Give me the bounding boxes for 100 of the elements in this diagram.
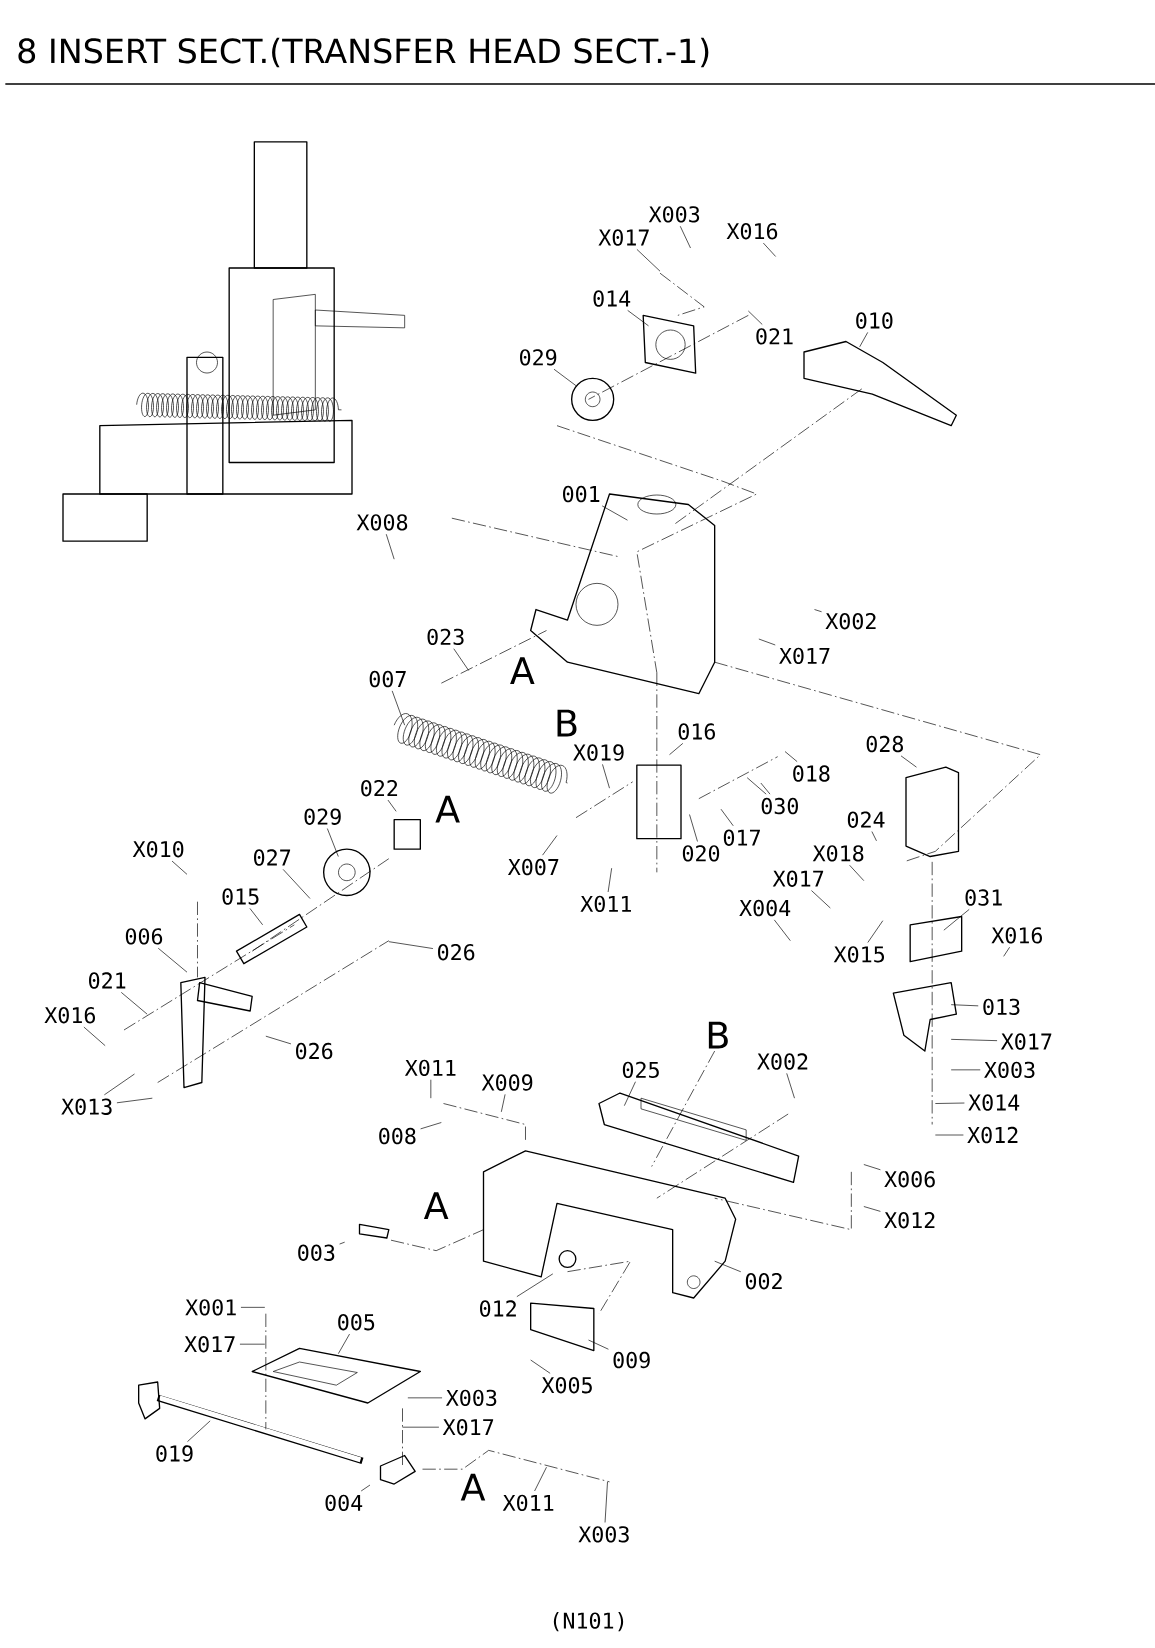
callout-number: X017 [184,1336,235,1353]
leader-line [388,941,434,949]
callout-number: X017 [1000,1033,1052,1050]
callout-number: X011 [502,1494,554,1512]
leader-line [338,1333,350,1354]
leader-line [240,1307,266,1308]
callout-number: X019 [573,744,624,761]
leader-line [763,242,776,257]
leader-line [542,835,558,856]
leader-line [669,743,684,755]
callout-number: 004 [325,1494,363,1512]
leader-line [534,1466,547,1492]
leader-line [689,814,698,842]
callout-number: X015 [833,946,885,963]
leader-line [420,1122,442,1130]
callout-number: X017 [598,229,649,246]
callout-number: X005 [541,1377,592,1394]
leader-line [746,777,767,795]
callout-number: 005 [338,1314,375,1331]
callout-number: 020 [682,845,720,862]
callout-number: 027 [254,849,291,866]
callout-number: 023 [427,628,464,646]
leader-line [607,867,612,893]
leader-line [602,764,610,789]
leader-line [786,1073,795,1099]
leader-line [935,1102,965,1104]
callout-number: X016 [726,223,778,240]
callout-number: 031 [965,889,1002,906]
callout-number: X018 [812,845,864,862]
callout-number: 007 [369,670,406,688]
section-letter: B [708,1021,728,1049]
leader-line [387,799,397,812]
callout-number: 026 [438,944,475,961]
callout-number: 001 [563,485,600,503]
leader-line [516,1273,554,1297]
leader-line [863,1164,881,1171]
leader-line [935,1134,964,1136]
leader-line [391,690,405,726]
callout-number: 006 [125,928,163,945]
leader-line [871,831,877,842]
callout-number: 002 [745,1273,782,1290]
callout-number: 029 [304,808,341,825]
leader-line [748,310,763,325]
leader-line [157,947,188,973]
leader-line [171,860,188,875]
leader-line [402,1426,440,1428]
callout-number: X016 [991,927,1042,944]
leader-line [867,920,884,943]
leader-line [249,908,263,926]
leader-line [714,1260,742,1273]
callout-number: 028 [866,735,903,753]
callout-number: 017 [723,829,760,846]
callout-number: 022 [361,780,398,797]
leader-line [530,1359,551,1374]
leader-line [282,869,311,899]
section-letter: A [460,1473,486,1501]
leader-line [83,1026,106,1046]
callout-number: 009 [613,1351,650,1369]
callout-number: 024 [847,811,885,828]
callout-number: X009 [481,1074,533,1091]
leader-line [849,864,865,881]
callout-number: X002 [757,1053,808,1070]
leader-line [859,332,869,348]
leader-line [187,1420,211,1442]
callout-number: X001 [185,1299,236,1316]
leader-line [553,368,577,386]
callout-number: X016 [44,1007,95,1024]
leader-line [327,828,339,857]
callout-number: X012 [967,1126,1018,1144]
leader-line [453,648,469,671]
callout-number: 018 [793,765,830,782]
leader-line [811,890,831,909]
callout-number: X002 [825,613,876,630]
callout-number: 014 [593,290,631,307]
leader-line [265,1035,292,1045]
callout-number: 003 [298,1244,335,1261]
callout-number: 021 [89,972,126,989]
section-letter: A [510,657,535,684]
callout-number: X017 [442,1419,494,1436]
leader-line [636,249,661,272]
callout-number: X012 [884,1212,935,1229]
callout-number: X017 [772,870,824,887]
leader-line [604,1481,608,1523]
callout-number: 016 [678,723,715,740]
leader-line [900,755,917,768]
leader-line [239,1343,266,1345]
leader-line [863,1206,881,1212]
leader-line [501,1094,506,1113]
leader-line [720,808,734,827]
section-letter: A [423,1192,449,1219]
callout-number: X003 [984,1061,1035,1079]
callout-number: 026 [296,1042,333,1060]
callout-number: X011 [404,1059,456,1077]
callout-number: 015 [222,888,259,905]
leader-line [120,992,148,1015]
leader-line [624,1081,636,1106]
callout-number: X014 [968,1094,1020,1111]
leader-line [588,1339,609,1350]
callout-number: X013 [61,1098,112,1115]
callout-number: X007 [507,858,559,876]
